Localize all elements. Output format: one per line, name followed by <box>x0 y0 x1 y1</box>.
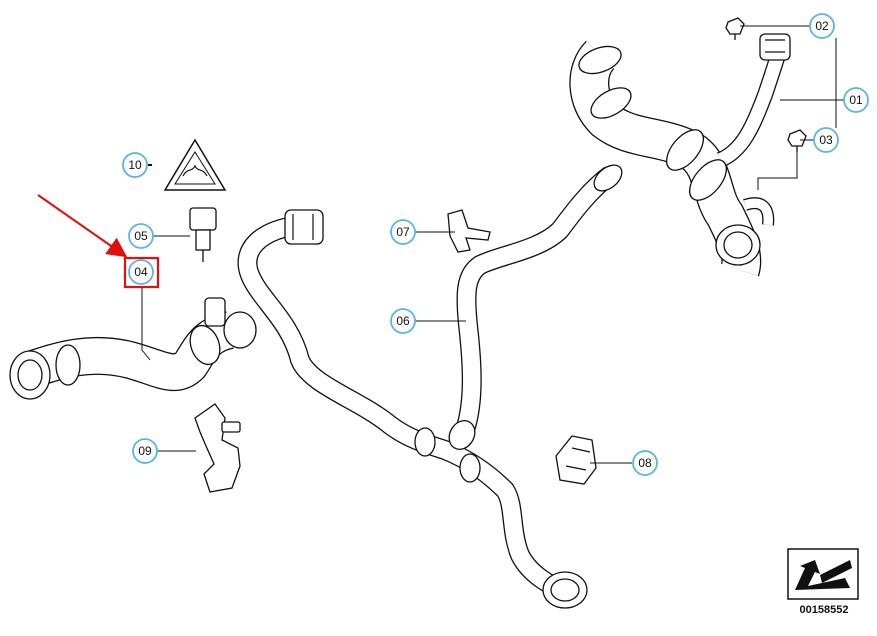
callout-05-label: 05 <box>134 229 148 243</box>
callout-04-highlight-box <box>123 256 160 289</box>
callout-04: 04 <box>123 256 160 289</box>
callout-09-label: 09 <box>138 444 152 458</box>
callout-06: 06 <box>390 308 416 334</box>
callout-08: 08 <box>632 450 658 476</box>
callout-10-label: 10 <box>128 158 142 172</box>
callout-01-label: 01 <box>849 93 863 107</box>
callout-09: 09 <box>132 438 158 464</box>
clip-part-08 <box>555 435 597 485</box>
callout-03-label: 03 <box>819 133 833 147</box>
sensor-part-05 <box>189 207 217 262</box>
hose-part-04 <box>9 297 257 400</box>
leader-lines <box>141 25 844 464</box>
bolt-part-02 <box>725 17 745 40</box>
callout-01: 01 <box>843 87 869 113</box>
callout-06-label: 06 <box>396 314 410 328</box>
clip-part-07 <box>447 209 491 253</box>
callout-08-label: 08 <box>638 456 652 470</box>
warning-label-part-10 <box>148 138 227 191</box>
callout-07: 07 <box>390 219 416 245</box>
document-number: 00158552 <box>800 604 849 616</box>
highlight-arrow <box>37 194 128 258</box>
callout-04-label: 04 <box>134 265 148 279</box>
document-symbol-icon <box>787 548 859 600</box>
hose-part-06 <box>237 164 623 609</box>
callout-10: 10 <box>122 152 148 178</box>
callout-05: 05 <box>128 223 154 249</box>
callout-02: 02 <box>809 13 835 39</box>
callout-07-label: 07 <box>396 225 410 239</box>
callout-03: 03 <box>813 127 839 153</box>
hose-part-01 <box>569 33 791 277</box>
clip-part-09 <box>194 403 241 493</box>
callout-02-label: 02 <box>815 19 829 33</box>
